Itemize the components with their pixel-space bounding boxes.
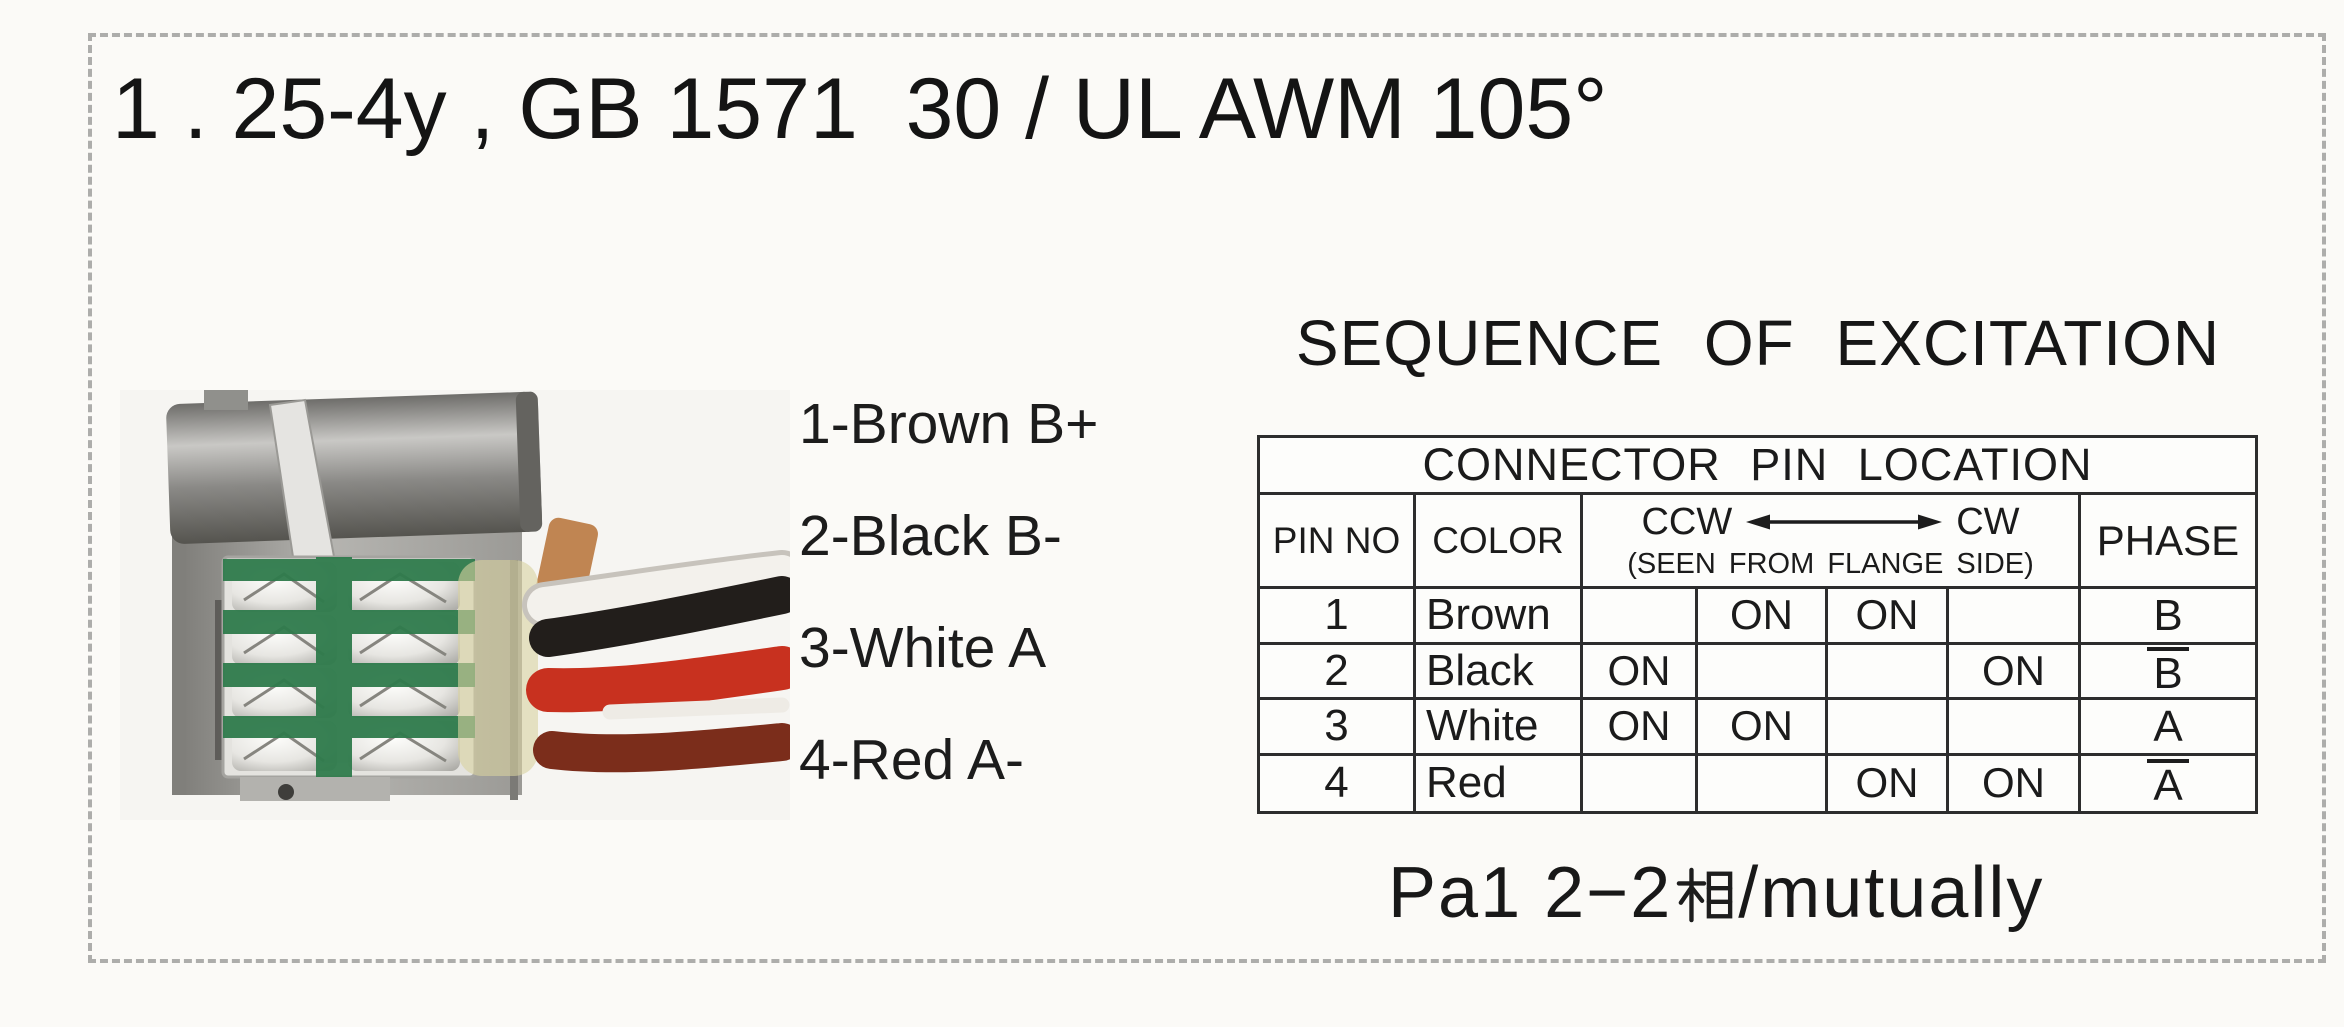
- pin-color: White: [1416, 700, 1583, 756]
- green-tape: [223, 557, 475, 777]
- pin-number: 1: [1260, 589, 1416, 645]
- phase-value: A: [2153, 702, 2183, 752]
- cjk-phase-character: [1676, 867, 1733, 923]
- wire-label-3: 3-White A: [799, 616, 1047, 680]
- col-header-pin-no: PIN NO: [1260, 495, 1416, 589]
- document-dashed-border: [88, 33, 2326, 963]
- table-footnote: Pa1 2−2 /mutually: [1388, 848, 2044, 938]
- footnote-prefix: Pa1 2−2: [1388, 853, 1673, 933]
- step-cell: [1949, 589, 2081, 645]
- footnote-suffix: /mutually: [1738, 853, 2045, 933]
- wire-label-4: 4-Red A-: [799, 728, 1024, 792]
- pin-number: 3: [1260, 700, 1416, 756]
- mounting-tab: [240, 777, 390, 801]
- phase-cell: B: [2081, 589, 2255, 645]
- document-title: 1 . 25-4y , GB 1571 30 / UL AWM 105°: [112, 61, 1608, 157]
- step-cell: ON: [1949, 644, 2081, 700]
- wire-color-legend: 1-Brown B+ 2-Black B- 3-White A 4-Red A-: [799, 394, 1098, 842]
- pin-color: Brown: [1416, 589, 1583, 645]
- col-header-color: COLOR: [1416, 495, 1583, 589]
- motor-connector-photo: [120, 390, 790, 820]
- resin-blob: [458, 560, 538, 776]
- step-cell: [1698, 644, 1828, 700]
- step-cell: [1828, 644, 1949, 700]
- excitation-table: CONNECTOR PIN LOCATION PIN NO COLOR CCW …: [1257, 435, 2258, 814]
- cw-label: CW: [1956, 500, 2020, 543]
- wire-red: [526, 646, 790, 713]
- step-cell: [1828, 700, 1949, 756]
- wire-label-2: 2-Black B-: [799, 504, 1062, 568]
- section-title: SEQUENCE OF EXCITATION: [1295, 307, 2221, 379]
- phase-value: A: [2147, 759, 2189, 808]
- step-cell: ON: [1949, 755, 2081, 811]
- step-cell: ON: [1698, 589, 1828, 645]
- ccw-label: CCW: [1641, 500, 1733, 543]
- phase-cell: A: [2081, 756, 2255, 812]
- step-cell: ON: [1583, 700, 1698, 756]
- screw-head: [278, 784, 294, 800]
- table-title: CONNECTOR PIN LOCATION: [1260, 438, 2255, 495]
- phase-cell: B: [2081, 645, 2255, 700]
- step-cell: ON: [1828, 755, 1949, 811]
- wire-white: [527, 555, 790, 623]
- wire-black: [529, 576, 790, 657]
- pin-color: Red: [1416, 755, 1583, 811]
- pin-color: Black: [1416, 644, 1583, 700]
- connector-block: [221, 555, 538, 779]
- phase-value: B: [2153, 591, 2183, 641]
- col-header-direction: CCW CW (SEEN FROM FLANGE SIDE): [1583, 495, 2081, 589]
- col-header-phase: PHASE: [2081, 495, 2255, 589]
- phase-value: B: [2147, 646, 2189, 695]
- step-cell: [1698, 755, 1828, 811]
- step-cell: [1583, 589, 1698, 645]
- direction-note: (SEEN FROM FLANGE SIDE): [1627, 547, 2034, 580]
- phase-cell: A: [2081, 700, 2255, 756]
- step-cell: ON: [1583, 644, 1698, 700]
- step-cell: ON: [1828, 589, 1949, 645]
- step-cell: [1583, 755, 1698, 811]
- pin-number: 2: [1260, 644, 1416, 700]
- wire-dark-red: [533, 723, 790, 773]
- step-cell: [1949, 700, 2081, 756]
- double-arrow-icon: [1746, 514, 1943, 530]
- wire-label-1: 1-Brown B+: [799, 392, 1099, 456]
- step-cell: ON: [1698, 700, 1828, 756]
- lead-wires: [522, 550, 790, 773]
- pin-number: 4: [1260, 755, 1416, 811]
